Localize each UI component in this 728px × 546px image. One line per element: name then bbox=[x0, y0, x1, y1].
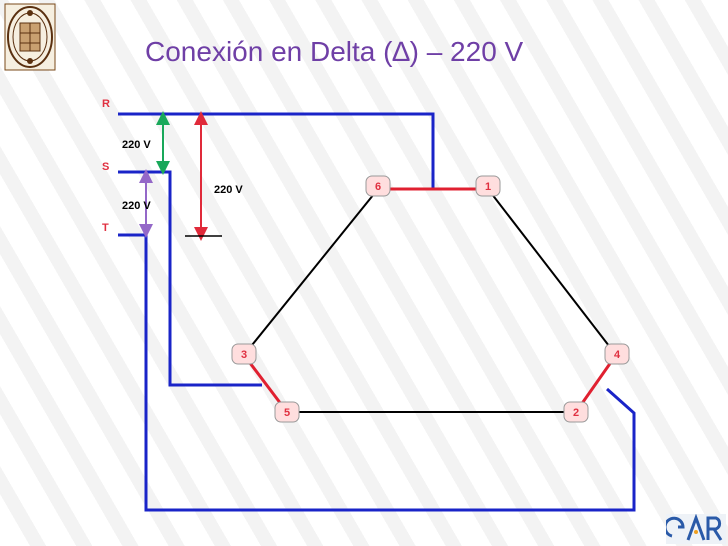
terminal-6-label: 6 bbox=[375, 181, 381, 193]
voltage-label-rs: 220 V bbox=[122, 139, 151, 151]
terminal-5-label: 5 bbox=[284, 407, 290, 419]
winding-1-4 bbox=[487, 188, 617, 356]
university-seal-logo bbox=[4, 3, 56, 71]
line-label-t: T bbox=[102, 222, 109, 234]
page-title: Conexión en Delta (∆) – 220 V bbox=[145, 36, 524, 67]
terminal-5: 5 bbox=[274, 401, 300, 423]
voltage-label-st: 220 V bbox=[122, 200, 151, 212]
terminal-4: 4 bbox=[604, 343, 630, 365]
terminal-3: 3 bbox=[231, 343, 257, 365]
gar-logo bbox=[666, 514, 726, 544]
terminal-4-label: 4 bbox=[614, 349, 621, 361]
terminal-1: 1 bbox=[475, 175, 501, 197]
terminal-6: 6 bbox=[365, 175, 391, 197]
voltage-label-rt: 220 V bbox=[214, 184, 243, 196]
terminal-3-label: 3 bbox=[241, 349, 247, 361]
terminal-2: 2 bbox=[563, 401, 589, 423]
wire-t bbox=[118, 233, 636, 512]
line-label-r: R bbox=[102, 98, 110, 110]
terminal-1-label: 1 bbox=[485, 181, 491, 193]
terminal-2-label: 2 bbox=[573, 407, 579, 419]
line-label-s: S bbox=[102, 161, 109, 173]
winding-6-3 bbox=[243, 188, 379, 356]
wire-r bbox=[118, 112, 435, 189]
